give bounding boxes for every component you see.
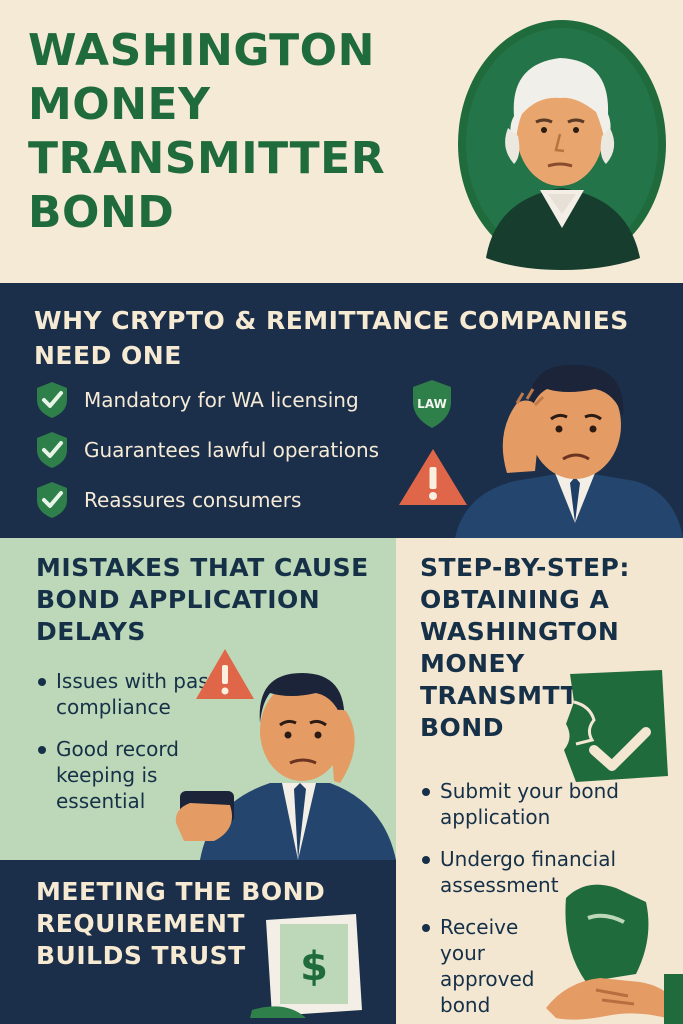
shield-check-icon xyxy=(37,382,67,418)
why-section: WHY CRYPTO & REMITTANCE COMPANIES NEED O… xyxy=(0,283,683,538)
mistakes-bullet: Issues with past compliance xyxy=(38,668,226,720)
portrait-icon xyxy=(458,20,666,270)
worried-man-illustration xyxy=(455,364,683,538)
why-item: Mandatory for WA licensing xyxy=(34,380,359,420)
meeting-section: MEETING THE BOND REQUIREMENT BUILDS TRUS… xyxy=(0,860,396,1024)
why-item-label: Guarantees lawful operations xyxy=(84,438,380,462)
steps-bullet: Submit your bond application xyxy=(422,778,640,830)
law-badge-icon: LAW xyxy=(413,380,451,428)
why-item-label: Mandatory for WA licensing xyxy=(84,388,359,412)
bullet-dot xyxy=(38,678,46,686)
steps-section: STEP-BY-STEP: OBTAINING A WASHINGTON MON… xyxy=(396,538,683,1024)
why-heading: WHY CRYPTO & REMITTANCE COMPANIES NEED O… xyxy=(34,306,629,370)
shield-check-icon xyxy=(37,432,67,468)
warning-icon xyxy=(196,649,254,699)
bullet-dot xyxy=(422,856,430,864)
why-item: Guarantees lawful operations xyxy=(34,430,379,470)
law-badge-text: LAW xyxy=(417,397,447,411)
document-dollar-icon: $ xyxy=(250,914,362,1018)
dollar-symbol: $ xyxy=(300,944,328,990)
header-section: WASHINGTON MONEY TRANSMITTER BOND xyxy=(0,0,683,283)
why-item: Reassures consumers xyxy=(34,480,301,520)
bullet-dot xyxy=(38,746,46,754)
mistakes-heading: MISTAKES THAT CAUSE BOND APPLICATION DEL… xyxy=(36,553,369,646)
steps-bullet-text: Receive your approved bond xyxy=(440,915,535,1017)
warning-icon xyxy=(399,449,467,505)
meeting-heading: MEETING THE BOND REQUIREMENT BUILDS TRUS… xyxy=(36,877,326,970)
mistakes-bullet-text: Issues with past compliance xyxy=(56,669,217,719)
mistakes-bullet: Good record keeping is essential xyxy=(38,736,181,814)
mistakes-bullet-text: Good record keeping is essential xyxy=(56,737,179,813)
bullet-dot xyxy=(422,788,430,796)
steps-bullet-text: Submit your bond application xyxy=(440,779,619,829)
shield-check-icon xyxy=(37,482,67,518)
bullet-dot xyxy=(422,924,430,932)
page-title: WASHINGTON MONEY TRANSMITTER BOND xyxy=(28,25,386,238)
washington-map-icon xyxy=(564,670,668,782)
handshake-icon xyxy=(546,884,683,1024)
steps-bullet: Undergo financial assessment xyxy=(422,846,650,898)
man-with-phone-illustration xyxy=(175,673,396,860)
steps-bullet-text: Undergo financial assessment xyxy=(440,847,617,897)
mistakes-section: MISTAKES THAT CAUSE BOND APPLICATION DEL… xyxy=(0,538,396,860)
why-item-label: Reassures consumers xyxy=(84,488,302,512)
steps-bullet: Receive your approved bond xyxy=(422,914,545,1018)
